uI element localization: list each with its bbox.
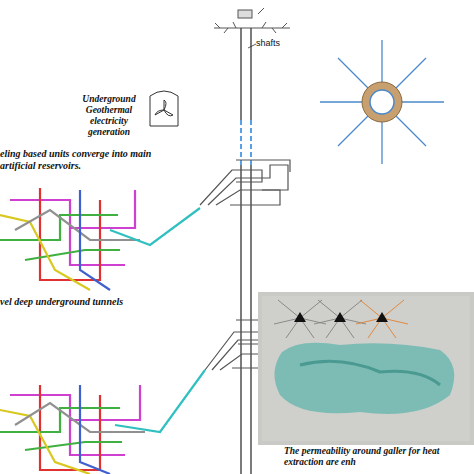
part-label: shafts [256, 38, 316, 48]
caption-text: The permeability around galler for heat … [284, 446, 474, 468]
caption-text: Underground Geothermal electricity gener… [70, 94, 148, 138]
caption-text: eling based units converge into main art… [0, 148, 170, 171]
caption-text: vel deep underground tunnels [0, 296, 170, 308]
